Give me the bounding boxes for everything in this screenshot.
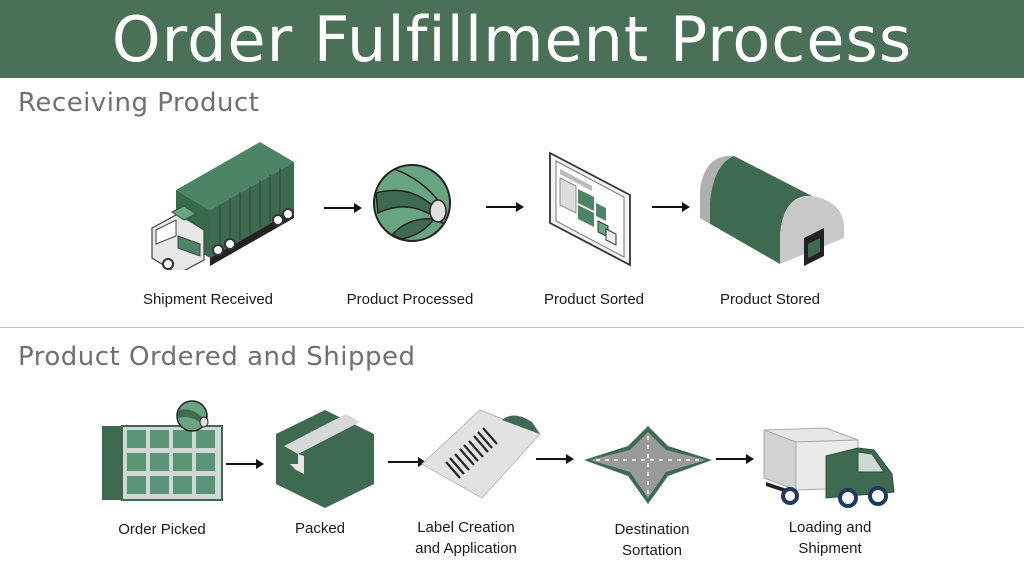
- arrow-icon: [716, 454, 754, 464]
- arrow-icon: [486, 202, 524, 212]
- step-label: Product Sorted: [543, 291, 645, 308]
- shelving-icon: [102, 400, 223, 501]
- step-label: Product Stored: [719, 291, 821, 308]
- arrow-icon: [536, 454, 574, 464]
- sorting-board-icon: [549, 151, 631, 267]
- step-label: Packed: [294, 520, 346, 537]
- semi-truck-icon: [151, 142, 294, 270]
- crossroads-icon: [584, 426, 712, 504]
- step-product-stored: [694, 152, 850, 280]
- box-truck-icon: [763, 427, 895, 508]
- section-title-ordered-shipped: Product Ordered and Shipped: [18, 342, 416, 372]
- step-label-line: and Application: [415, 540, 517, 557]
- section-title-receiving: Receiving Product: [18, 88, 260, 118]
- step-destination-sortation: [582, 424, 714, 506]
- arrow-icon: [226, 459, 264, 469]
- step-label-multiline: Loading and Shipment: [750, 517, 910, 559]
- warehouse-icon: [700, 155, 845, 266]
- beach-ball-icon: [373, 164, 451, 242]
- arrow-icon: [652, 202, 690, 212]
- step-label-line: Loading and: [788, 519, 872, 536]
- shipping-label-icon: [421, 409, 541, 499]
- step-shipment-received: [148, 140, 298, 270]
- step-label-line: Destination: [614, 521, 690, 538]
- step-label-line: Shipment: [798, 540, 862, 557]
- title-banner: Order Fulfillment Process: [0, 0, 1024, 78]
- step-order-picked: [102, 400, 224, 502]
- step-loading-shipment: [762, 426, 900, 512]
- step-product-sorted: [546, 151, 634, 267]
- step-label: Shipment Received: [142, 291, 274, 308]
- step-label: Order Picked: [118, 521, 206, 538]
- step-label-multiline: Label Creation and Application: [386, 517, 546, 559]
- step-packed: [274, 408, 376, 510]
- step-label-line: Sortation: [621, 542, 683, 559]
- arrow-icon: [324, 203, 362, 213]
- step-label-line: Label Creation: [417, 519, 515, 536]
- section-divider: [0, 327, 1024, 328]
- arrow-icon: [388, 457, 426, 467]
- box-icon: [276, 410, 374, 508]
- step-label-multiline: Destination Sortation: [572, 519, 732, 561]
- step-label: Product Processed: [346, 291, 474, 308]
- step-product-processed: [372, 163, 452, 243]
- step-label-creation: [420, 402, 544, 508]
- page-title: Order Fulfillment Process: [111, 2, 913, 76]
